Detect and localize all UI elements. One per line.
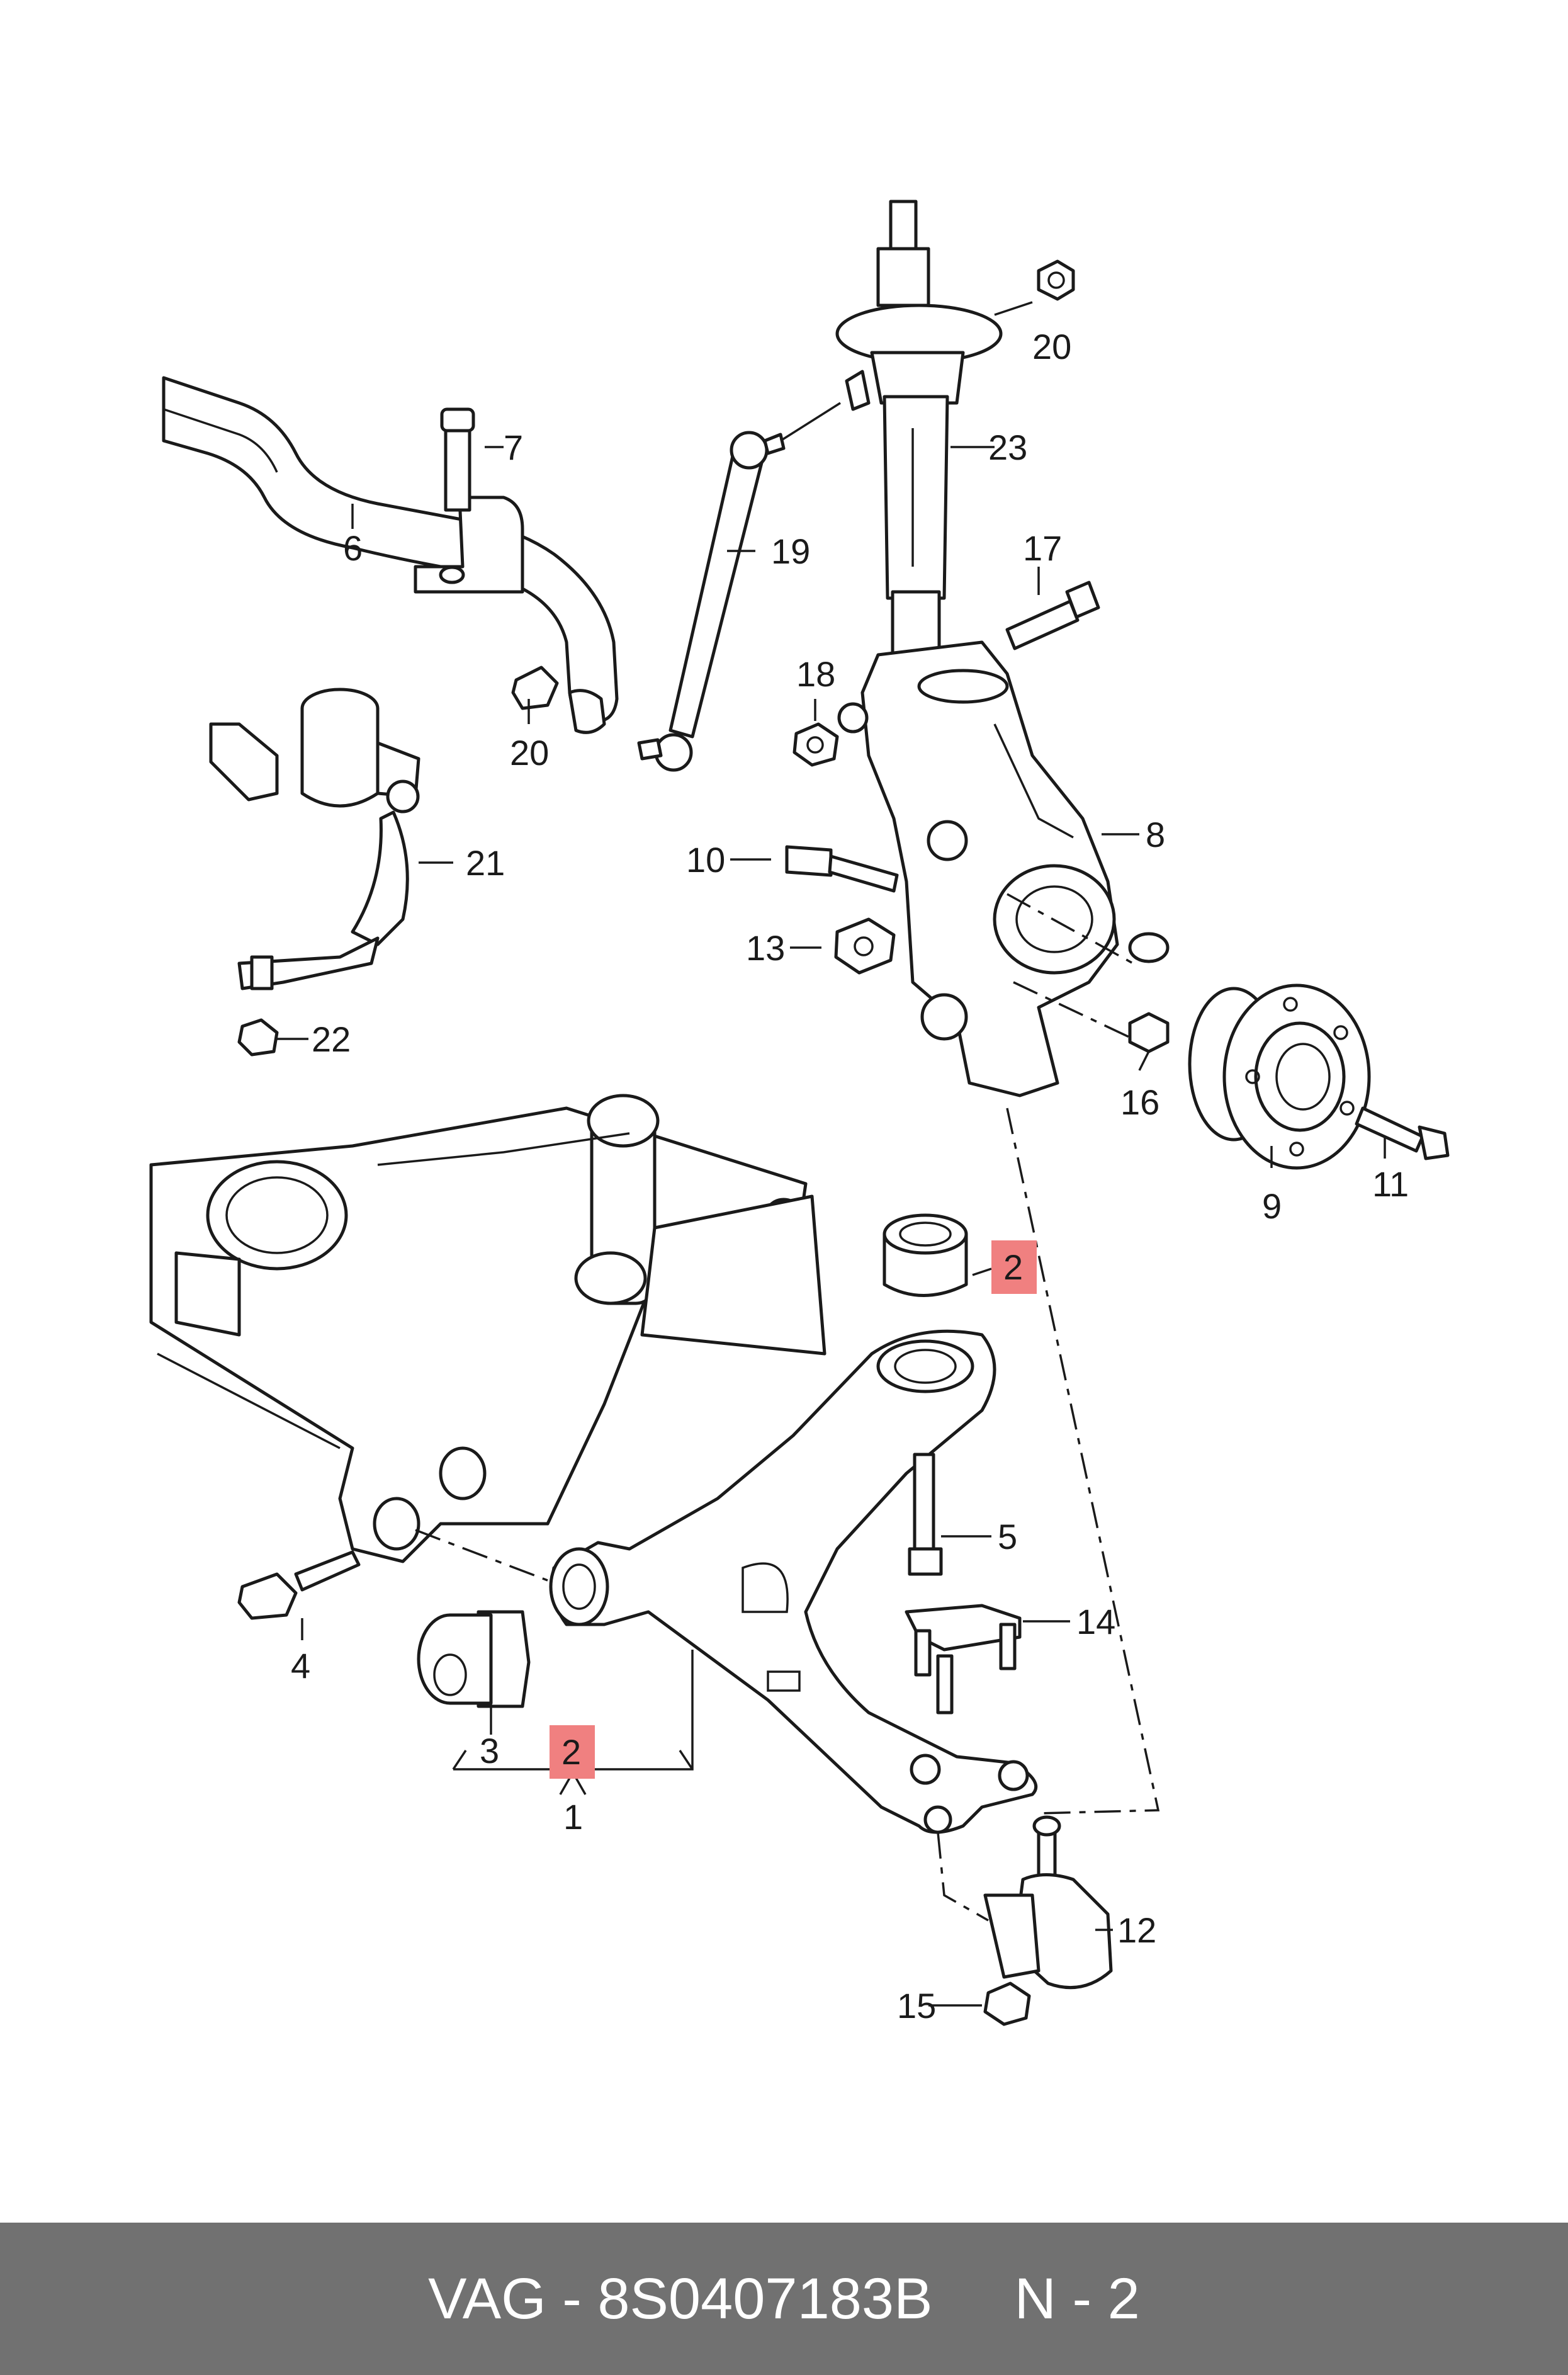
- footer-bar: VAG - 8S0407183B N - 2: [0, 2223, 1568, 2375]
- link-nut-lower: [511, 666, 606, 734]
- callout-11: 11: [1372, 1164, 1409, 1204]
- callout-22: 22: [312, 1019, 351, 1059]
- callout-14: 14: [1076, 1602, 1115, 1641]
- callout-20-lower: 20: [510, 733, 549, 773]
- callout-19: 19: [771, 531, 810, 571]
- page-reference-label: N - 2: [1014, 2266, 1140, 2331]
- callout-6: 6: [343, 528, 363, 568]
- nut-13: [834, 917, 896, 975]
- strut-top-nut: [1037, 259, 1075, 301]
- bolt-10: [785, 845, 899, 893]
- callout-20-top: 20: [1032, 327, 1071, 366]
- diagram-canvas: 20 23 7 6 19 17 18 20 8 21 10 13 22 16 1…: [149, 200, 1450, 2026]
- callout-2-upper: 2: [1003, 1247, 1023, 1287]
- nut-18: [792, 722, 839, 767]
- callout-3: 3: [480, 1731, 499, 1771]
- highlighted-callout-lower[interactable]: 2: [550, 1725, 595, 1779]
- callout-8: 8: [1146, 815, 1165, 854]
- shock-strut: [835, 200, 1003, 669]
- control-arm: [549, 1329, 1038, 1834]
- bolt-17: [1005, 581, 1100, 650]
- callout-23: 23: [988, 428, 1027, 467]
- nut-15: [983, 1981, 1031, 2026]
- front-bushing: [417, 1610, 531, 1708]
- subframe: [149, 1094, 826, 1563]
- bolt-4: [237, 1550, 361, 1620]
- callout-15: 15: [897, 1986, 936, 2026]
- plate-14: [905, 1604, 1022, 1715]
- callout-16: 16: [1120, 1082, 1159, 1122]
- part-number-label: VAG - 8S0407183B: [428, 2266, 933, 2331]
- rear-bushing: [883, 1213, 968, 1297]
- highlight-box: [550, 1725, 595, 1779]
- stabilizer-clamp: [414, 407, 524, 594]
- bolt-11: [1355, 1106, 1450, 1160]
- callout-1: 1: [563, 1797, 583, 1837]
- assembly-lines: [415, 893, 1160, 1922]
- callout-18: 18: [796, 654, 835, 694]
- level-sensor: [209, 688, 420, 1057]
- leader-lines: [277, 301, 1386, 2007]
- callout-9: 9: [1262, 1186, 1282, 1226]
- callout-21: 21: [466, 843, 505, 883]
- callout-12: 12: [1117, 1910, 1156, 1950]
- bolt-5: [908, 1453, 943, 1576]
- callout-17: 17: [1023, 528, 1062, 568]
- nut-16: [1128, 932, 1170, 1053]
- steering-knuckle: [837, 640, 1119, 1097]
- callout-5: 5: [998, 1517, 1017, 1556]
- callout-labels: 20 23 7 6 19 17 18 20 8 21 10 13 22 16 1…: [291, 327, 1409, 2026]
- stabilizer-bar: [162, 376, 619, 723]
- ball-joint: [983, 1815, 1113, 1990]
- callout-4: 4: [291, 1646, 310, 1686]
- highlight-box: [991, 1240, 1037, 1294]
- wheel-hub: [1188, 983, 1371, 1170]
- callout-10: 10: [686, 840, 725, 880]
- callout-2-lower: 2: [561, 1732, 581, 1772]
- coupling-rod: [637, 402, 841, 772]
- callout-13: 13: [746, 928, 785, 968]
- callout-7: 7: [504, 428, 523, 467]
- exploded-parts-diagram: 20 23 7 6 19 17 18 20 8 21 10 13 22 16 1…: [149, 200, 1450, 2026]
- highlighted-callout-upper[interactable]: 2: [991, 1240, 1037, 1294]
